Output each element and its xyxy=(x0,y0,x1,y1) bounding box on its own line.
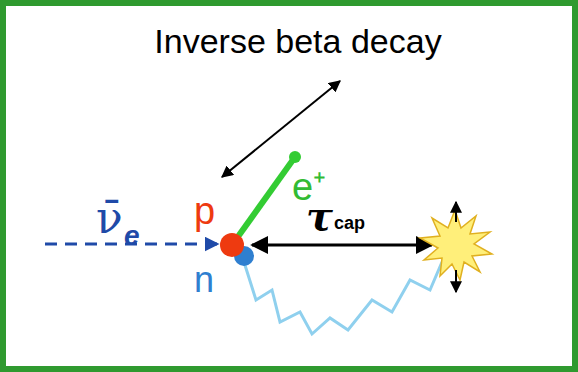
track-length-arrow xyxy=(222,81,340,177)
particle-label: p xyxy=(194,192,215,230)
proton xyxy=(220,233,244,257)
capture-distance-arrow xyxy=(252,244,432,247)
subscript: cap xyxy=(334,214,365,232)
positron-track xyxy=(232,157,295,245)
frame xyxy=(3,3,575,369)
gamma-arrow xyxy=(455,202,457,222)
particle-label: n xyxy=(194,262,214,298)
positron-dot xyxy=(289,151,301,163)
gamma-arrow xyxy=(455,270,457,292)
particle-label: ν̄ xyxy=(96,196,123,240)
neutron-path xyxy=(244,262,442,334)
symbol: τ xyxy=(306,196,333,236)
title: Inverse beta decay xyxy=(154,24,441,58)
subscript: e xyxy=(124,222,140,250)
